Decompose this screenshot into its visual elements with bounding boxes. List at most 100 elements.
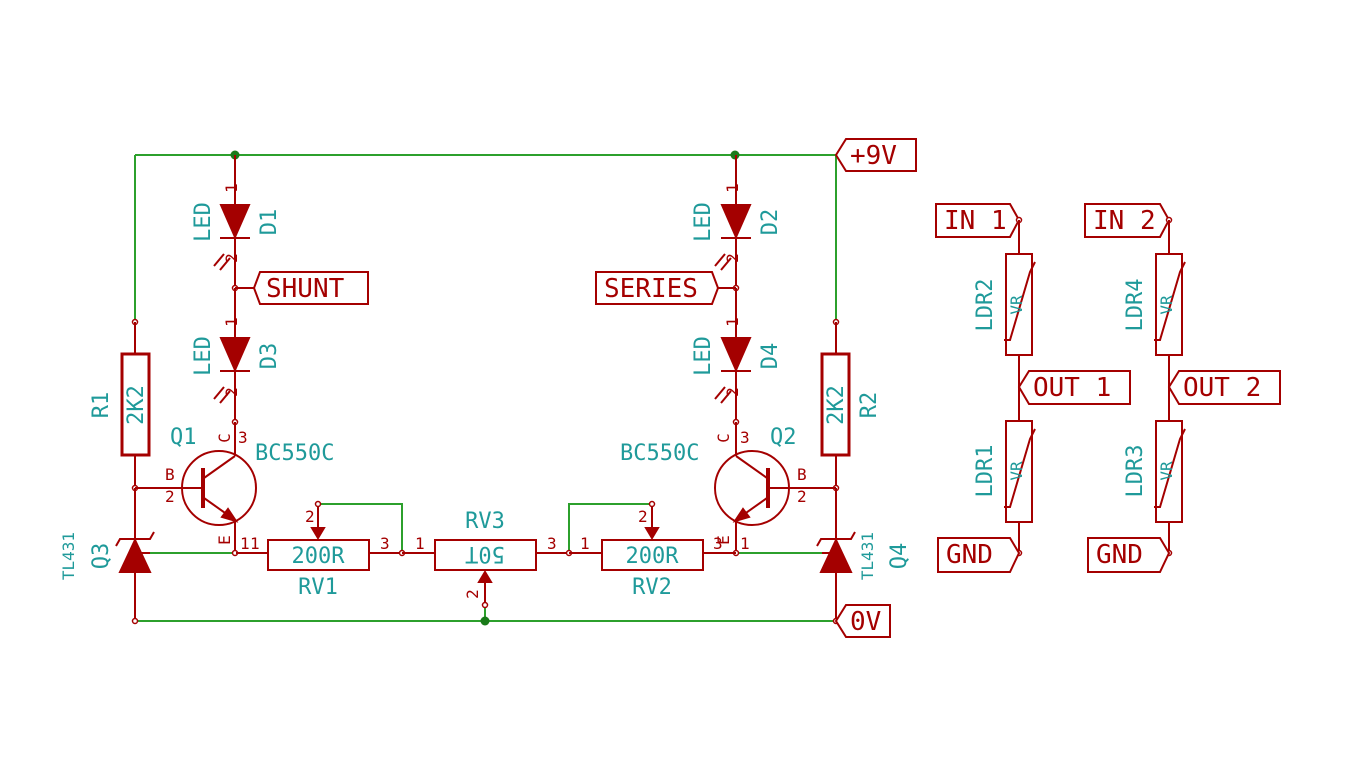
rv3-value: 50T (465, 541, 505, 566)
resistor-r2[interactable]: 2K2 R2 (820, 318, 882, 492)
ldr-ldr4[interactable]: VR LDR4 (1123, 253, 1186, 356)
pin-number: 1 (250, 534, 260, 553)
transistor-q2[interactable]: B 2 C 3 E 1 Q2 BC550C (620, 422, 836, 557)
d1-value: LED (191, 202, 216, 242)
ldr4-value: VR (1157, 295, 1176, 315)
pin-number: 1 (222, 317, 241, 327)
pin-number: 3 (547, 534, 557, 553)
rv2-value: 200R (626, 544, 680, 569)
pin-number: 1 (740, 534, 750, 553)
pin-number: 3 (380, 534, 390, 553)
pin-number: 2 (165, 487, 175, 506)
resistor-r1[interactable]: 2K2 R1 (89, 318, 151, 492)
pin-number: 1 (580, 534, 590, 553)
port-gnd1[interactable]: GND (937, 537, 1021, 573)
out1-label: OUT 1 (1033, 373, 1111, 403)
transistor-q1[interactable]: B 2 C 3 E 1 Q1 BC550C (135, 422, 334, 557)
pin-number: 3 (713, 534, 723, 553)
d4-value: LED (691, 336, 716, 376)
ldr-ldr3[interactable]: VR LDR3 (1123, 420, 1186, 523)
ldr3-ref: LDR3 (1123, 445, 1148, 498)
pin-name: C (215, 433, 234, 443)
ldr1-value: VR (1007, 461, 1026, 481)
pin-number: 2 (723, 387, 742, 397)
potentiometer-rv2[interactable]: 1 3 2 200R RV2 (569, 500, 736, 601)
q4-value: TL431 (858, 532, 877, 580)
port-out1[interactable]: OUT 1 (1017, 370, 1131, 405)
r2-ref: R2 (857, 392, 882, 419)
pin-number: 2 (222, 387, 241, 397)
pin-number: 1 (723, 317, 742, 327)
in2-label: IN 2 (1093, 206, 1156, 236)
rv1-value: 200R (292, 544, 346, 569)
port-shunt[interactable]: SHUNT (252, 271, 369, 305)
led-d3[interactable]: 1 2 LED D3 (191, 288, 282, 422)
pin-number: 2 (305, 507, 315, 526)
port-series[interactable]: SERIES (595, 271, 720, 305)
series-label: SERIES (604, 274, 698, 304)
pin-number: 2 (463, 589, 482, 599)
r2-value: 2K2 (824, 385, 849, 425)
ldr3-value: VR (1157, 461, 1176, 481)
gnd1-label: GND (946, 540, 993, 570)
port-in2[interactable]: IN 2 (1084, 203, 1171, 238)
ldr-ldr2[interactable]: VR LDR2 (973, 253, 1036, 356)
pin-number: 2 (797, 487, 807, 506)
ldr1-ref: LDR1 (973, 445, 998, 498)
d2-ref: D2 (758, 209, 783, 236)
ldr-divider-1: IN 1 VR LDR2 OUT 1 VR LDR1 GND (935, 203, 1131, 573)
pin-name: E (714, 535, 733, 545)
led-d1[interactable]: 1 2 LED D1 (191, 155, 282, 288)
port-vplus[interactable]: +9V (834, 138, 917, 172)
shunt-reference-q4[interactable]: TL431 Q4 (816, 488, 912, 625)
pin-number: 1 (240, 534, 250, 553)
ldr2-ref: LDR2 (973, 279, 998, 332)
ldr2-value: VR (1007, 295, 1026, 315)
port-in1[interactable]: IN 1 (935, 203, 1021, 238)
ldr4-ref: LDR4 (1123, 279, 1148, 332)
ldr-divider-2: IN 2 VR LDR4 OUT 2 VR LDR3 GND (1084, 203, 1281, 573)
d4-ref: D4 (758, 343, 783, 370)
junction-dot (480, 616, 490, 626)
rv2-ref: RV2 (632, 575, 672, 600)
vplus-label: +9V (850, 141, 897, 171)
d2-value: LED (691, 202, 716, 242)
gnd2-label: GND (1096, 540, 1143, 570)
port-zero[interactable]: 0V (834, 604, 891, 638)
shunt-reference-q3[interactable]: TL431 Q3 (59, 488, 155, 625)
potentiometer-rv3[interactable]: 1 3 2 50T RV3 (402, 509, 573, 609)
led-d2[interactable]: 1 2 LED D2 (691, 155, 783, 288)
pin-number: 1 (222, 183, 241, 193)
pin-name: B (797, 465, 807, 484)
q1-value: BC550C (255, 441, 334, 466)
port-out2[interactable]: OUT 2 (1167, 370, 1281, 405)
potentiometer-rv1[interactable]: 1 3 2 200R RV1 (236, 500, 406, 601)
zero-label: 0V (850, 607, 881, 637)
junctions (230, 150, 740, 626)
pin-number: 3 (740, 428, 750, 447)
pin-number: 2 (638, 507, 648, 526)
port-gnd2[interactable]: GND (1087, 537, 1171, 573)
r1-ref: R1 (89, 392, 114, 419)
rv3-ref: RV3 (465, 509, 505, 534)
pin-number: 2 (222, 253, 241, 263)
rv1-ref: RV1 (298, 575, 338, 600)
d3-ref: D3 (257, 343, 282, 370)
q2-ref: Q2 (770, 425, 797, 450)
pin-number: 1 (723, 183, 742, 193)
ldr-ldr1[interactable]: VR LDR1 (973, 420, 1036, 523)
d1-ref: D1 (257, 209, 282, 236)
pin-number: 3 (238, 428, 248, 447)
r1-value: 2K2 (124, 385, 149, 425)
q1-ref: Q1 (170, 425, 197, 450)
led-d4[interactable]: 1 2 LED D4 (691, 288, 783, 422)
in1-label: IN 1 (944, 206, 1007, 236)
d3-value: LED (191, 336, 216, 376)
pin-name: C (714, 433, 733, 443)
pin-number: 2 (723, 253, 742, 263)
pin-name: E (215, 535, 234, 545)
shunt-label: SHUNT (266, 274, 345, 304)
pin-number: 1 (415, 534, 425, 553)
q2-value: BC550C (620, 441, 699, 466)
